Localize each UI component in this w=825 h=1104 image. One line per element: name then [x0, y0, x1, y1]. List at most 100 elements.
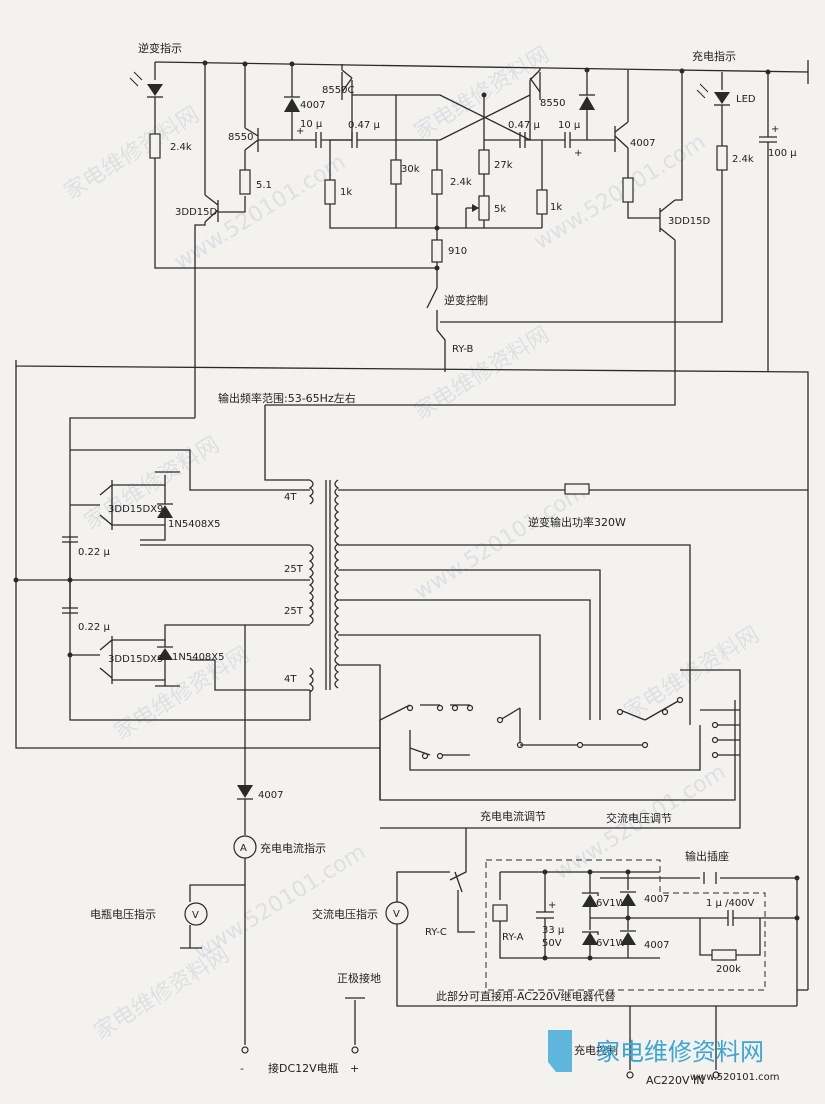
capacitor-label: 0.22 μ [78, 547, 110, 558]
resistor-value: 27k [494, 160, 513, 171]
diode-icon [157, 648, 173, 660]
inverter-indicator-label: 逆变指示 [138, 41, 182, 55]
transistor-label: 8550 [540, 98, 565, 109]
capacitor-label: 1 μ /400V [706, 898, 755, 909]
capacitor-label: 0.47 μ [508, 120, 540, 131]
transistor-label: 8550C [322, 85, 354, 96]
capacitor-label: 10 μ [300, 119, 323, 130]
terminal-icon [241, 1046, 249, 1054]
battery-voltage-indicator-label: 电瓶电压指示 [90, 907, 156, 921]
ac-voltage-adjust-label: 交流电压调节 [606, 811, 672, 825]
capacitor-label: 0.22 μ [78, 622, 110, 633]
diode-label: 4007 [644, 894, 669, 905]
resistor [431, 169, 443, 195]
resistor-value: 200k [716, 964, 741, 975]
winding-label: 25T [284, 606, 304, 617]
relay-note-label: 此部分可直接用-AC220V继电器代替 [436, 989, 616, 1003]
charge-section: 4007 A 充电电流指示 - V 电瓶电压指示 正极接地 + 接DC12V电瓶… [90, 625, 797, 1075]
relay-output-section: 此部分可直接用-AC220V继电器代替 RY-A + 33 μ 50V 6V1W… [436, 849, 808, 1087]
zener-label: 6V1W [596, 938, 626, 949]
resistor-value: 2.4k [732, 154, 754, 165]
relay-dashed-box [485, 859, 766, 991]
terminal-icon [712, 1071, 720, 1079]
logo-text: 家电维修资料网 [596, 1038, 764, 1066]
capacitor-polarity: + [771, 124, 779, 135]
resistor-value: 910 [448, 246, 467, 257]
diode-icon [620, 932, 636, 945]
capacitor-polarity: + [548, 900, 556, 911]
diode-icon [237, 785, 253, 798]
charge-current-adjust-label: 充电电流调节 [480, 809, 546, 823]
plus-label: + [350, 1062, 359, 1075]
watermark-url: www.520101.com [530, 130, 710, 256]
ac-in-label: AC220V IN [646, 1074, 705, 1087]
capacitor-label: 0.47 μ [348, 120, 380, 131]
resistor-value: 5k [494, 204, 506, 215]
resistor [622, 177, 634, 203]
resistor [716, 145, 728, 171]
diode-label: 4007 [300, 100, 325, 111]
logo-url: www.520101.com [690, 1072, 780, 1083]
resistor [239, 169, 251, 195]
diode-label: 4007 [258, 790, 283, 801]
logo-mark-icon [548, 1030, 572, 1072]
watermark-url: www.520101.com [410, 480, 590, 606]
winding-label: 4T [284, 674, 297, 685]
transistor-label: 3DD15D [175, 207, 217, 218]
led-label: LED [736, 94, 756, 105]
capacitor-label: 33 μ [542, 925, 565, 936]
minus-label: - [240, 1062, 244, 1075]
resistor-value: 1k [550, 202, 562, 213]
relay-label: RY-A [502, 932, 524, 943]
site-logo: 家电维修资料网 www.520101.com [548, 1030, 780, 1083]
capacitor-label: 10 μ [558, 120, 581, 131]
output-socket-label: 输出插座 [685, 849, 729, 863]
led-diode-icon [714, 92, 730, 104]
freq-range-label: 输出频率范围:53-65Hz左右 [218, 391, 356, 405]
resistor [564, 483, 590, 495]
oscillator-section: 逆变指示 2.4k 3DD15D 8550 5.1 4007 [15, 41, 809, 990]
ac-voltage-indicator-label: 交流电压指示 [312, 907, 378, 921]
resistor-value: 5.1 [256, 180, 272, 191]
watermark-text: 家电维修资料网 [60, 102, 204, 205]
diode-icon [620, 893, 636, 906]
resistor [390, 159, 402, 185]
diode-label: 1N5408X5 [172, 652, 225, 663]
transistor-label: 8550 [228, 132, 253, 143]
capacitor-label: 100 μ [768, 148, 797, 159]
resistor-value: 2.4k [170, 142, 192, 153]
transistor-label: 3DD15DX9 [108, 654, 163, 665]
transformer-section: 输出频率范围:53-65Hz左右 逆变输出功率320W 4T 25T 25T 4… [13, 366, 808, 800]
winding-label: 4T [284, 492, 297, 503]
diode-label: 4007 [630, 138, 655, 149]
diode-icon [157, 505, 173, 518]
voltmeter-icon [184, 902, 208, 926]
terminal-icon [626, 1071, 634, 1079]
resistor [431, 239, 443, 263]
ammeter-symbol: A [240, 843, 247, 854]
watermark-text: 家电维修资料网 [90, 942, 234, 1045]
capacitor-polarity: + [296, 126, 304, 137]
resistor [711, 949, 737, 961]
voltmeter-symbol: V [192, 910, 199, 921]
zener-label: 6V1W [596, 898, 626, 909]
resistor-value: 1k [340, 187, 352, 198]
resistor-value: 30k [401, 164, 420, 175]
transistor-label: 3DD15D [668, 216, 710, 227]
resistor [478, 149, 490, 175]
zener-diode-icon [582, 894, 598, 907]
charge-control-label: 充电控制 [574, 1043, 618, 1057]
resistor [324, 179, 336, 205]
watermark-text: 家电维修资料网 [620, 622, 764, 725]
resistor [536, 189, 548, 215]
relay-label: RY-C [425, 927, 447, 938]
charge-current-indicator-label: 充电电流指示 [260, 841, 326, 855]
watermark-text: 家电维修资料网 [410, 322, 554, 425]
charge-indicator-label: 充电指示 [692, 49, 736, 63]
relay-label: RY-B [452, 344, 473, 355]
positive-ground-label: 正极接地 [337, 971, 381, 985]
winding-label: 25T [284, 564, 304, 575]
voltmeter-symbol: V [393, 909, 400, 920]
resistor [149, 133, 161, 159]
